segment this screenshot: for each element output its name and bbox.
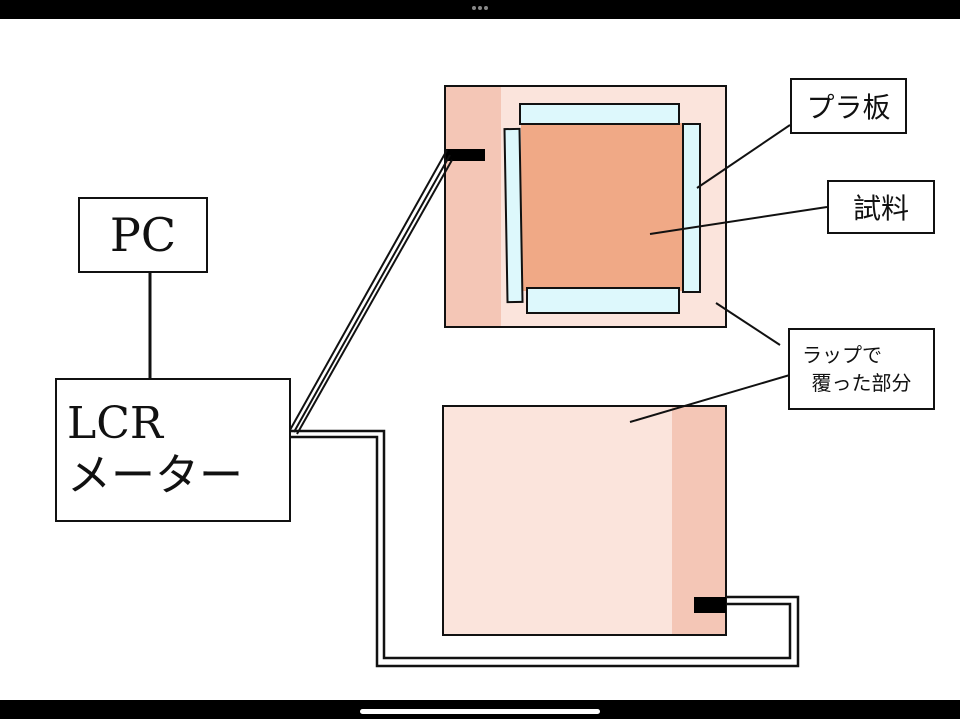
top-plate: [444, 85, 727, 328]
callout-wrap: ラップで 覆った部分: [788, 328, 935, 410]
callout-sample-text: 試料: [852, 192, 909, 225]
callout-sample: 試料: [827, 180, 935, 234]
plastic-strip-right: [682, 123, 701, 293]
home-indicator[interactable]: [360, 709, 600, 714]
pc-label: PC: [109, 208, 177, 262]
pc-box: PC: [78, 197, 208, 273]
callout-wrap-text-2: 覆った部分: [811, 371, 912, 395]
electrode-top: [446, 149, 485, 161]
plastic-strip-bottom: [526, 287, 680, 314]
sample: [521, 123, 683, 291]
bottom-plate: [442, 405, 727, 636]
meter-label: メーター: [67, 450, 243, 501]
callout-wrap-text-1: ラップで: [802, 343, 882, 367]
plastic-strip-left: [503, 127, 524, 304]
callout-lines: [629, 124, 828, 423]
plastic-strip-top: [519, 103, 680, 125]
lcr-label: LCR: [67, 398, 164, 449]
callout-plastic-plate-text: プラ板: [806, 91, 891, 124]
multitask-dots-icon[interactable]: [472, 6, 488, 10]
cable-to-bottom-plate: [290, 429, 800, 668]
callout-plastic-plate: プラ板: [790, 78, 907, 134]
cable-to-top-plate: [289, 149, 453, 435]
electrode-bottom: [694, 597, 726, 613]
lcr-meter-box: LCR メーター: [55, 378, 291, 522]
